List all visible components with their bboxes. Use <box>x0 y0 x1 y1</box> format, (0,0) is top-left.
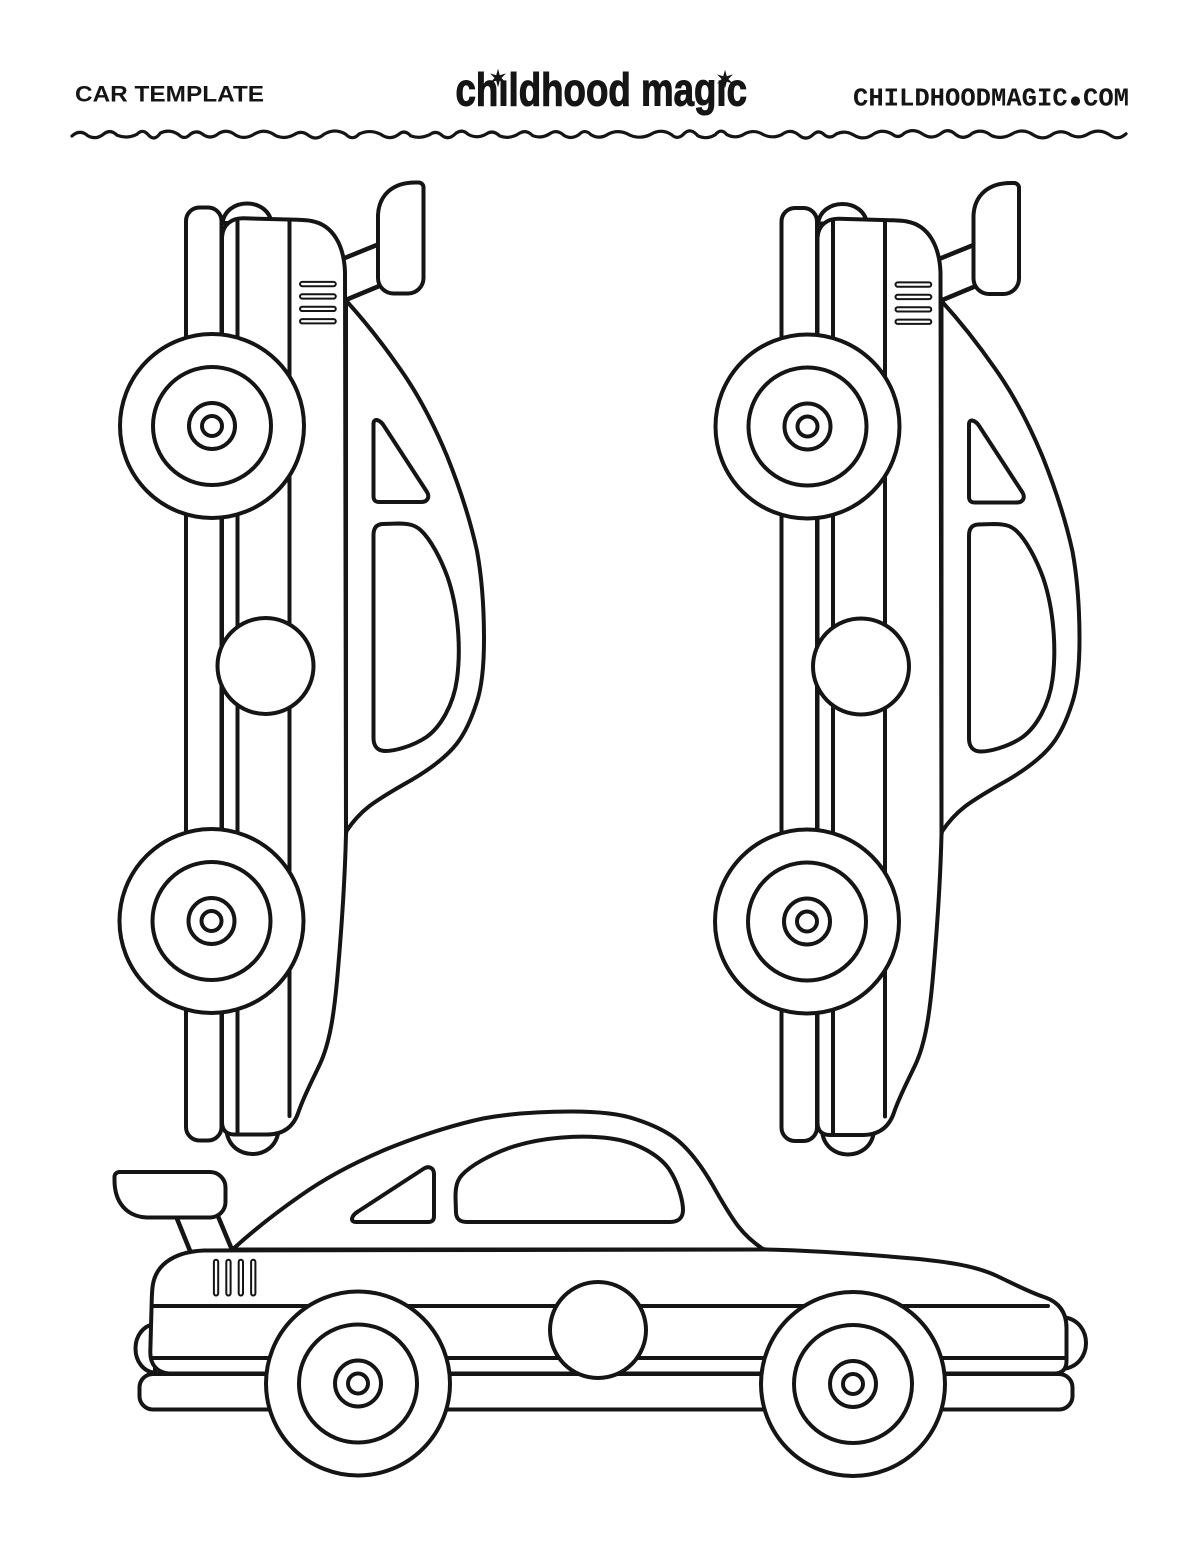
svg-text:CHILDHOODMAGIC.COM: CHILDHOODMAGIC.COM <box>853 84 1129 114</box>
svg-text:CAR TEMPLATE: CAR TEMPLATE <box>75 82 264 107</box>
svg-text:chıldhood magıc: chıldhood magıc <box>456 64 748 116</box>
